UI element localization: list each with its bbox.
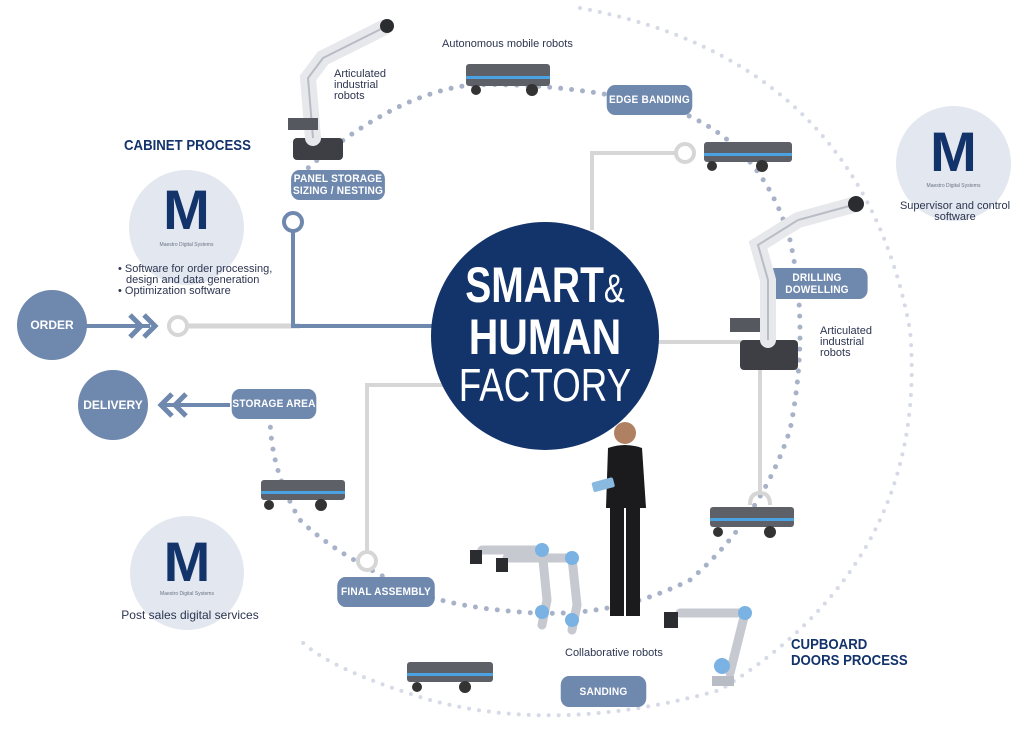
- smart-human-factory-badge: SMART& HUMAN FACTORY: [431, 222, 659, 450]
- panel-storage-line2: SIZING / NESTING: [292, 185, 384, 197]
- articulated-top-line2: industrial: [334, 79, 379, 91]
- order-node[interactable]: ORDER: [17, 290, 87, 360]
- cabinet-bullets: • Software for order processing, design …: [118, 264, 272, 297]
- amr-robot-icon: [261, 480, 345, 511]
- station-storage-area[interactable]: STORAGE AREA: [231, 389, 317, 419]
- maestro-logo-subtitle: Maestro Digital Systems: [926, 183, 981, 189]
- amr-robot-icon: [704, 142, 792, 172]
- maestro-logo-subtitle: Maestro Digital Systems: [159, 242, 214, 248]
- articulated-top-line3: robots: [334, 90, 365, 102]
- articulated-top-line1: Articulated: [334, 68, 386, 80]
- supervisor-caption-line1: Supervisor and control: [899, 200, 1011, 212]
- bullet-1: • Software for order processing,: [118, 263, 273, 275]
- station-sanding[interactable]: SANDING: [560, 676, 647, 707]
- amr-caption: Autonomous mobile robots: [442, 38, 573, 50]
- amr-robot-icon: [710, 507, 794, 538]
- collaborative-robot-icon: [664, 606, 752, 686]
- station-drilling-dowelling[interactable]: DRILLING DOWELLING: [766, 268, 868, 299]
- articulated-right-caption: Articulated industrial robots: [820, 326, 872, 359]
- articulated-robot-icon: [730, 196, 864, 370]
- cupboard-heading-line2: DOORS PROCESS: [791, 652, 908, 669]
- human-worker-figure: [591, 422, 646, 616]
- maestro-postsales-circle: M Maestro Digital Systems: [130, 516, 244, 630]
- center-line2: HUMAN: [468, 309, 622, 365]
- articulated-right-line3: robots: [820, 347, 851, 359]
- maestro-cabinet-circle: M Maestro Digital Systems: [129, 170, 244, 285]
- cupboard-heading-line1: CUPBOARD: [791, 636, 868, 653]
- supervisor-caption-line2: software: [934, 211, 976, 223]
- amr-robot-icon: [407, 662, 493, 693]
- supervisor-caption: Supervisor and control software: [896, 201, 1014, 223]
- station-panel-storage[interactable]: PANEL STORAGE SIZING / NESTING: [291, 170, 385, 200]
- maestro-logo-icon: M: [163, 530, 211, 593]
- bullet-2: • Optimization software: [118, 285, 231, 297]
- cabinet-process-heading: CABINET PROCESS: [124, 137, 251, 154]
- center-line3: FACTORY: [458, 359, 632, 411]
- panel-storage-line1: PANEL STORAGE: [293, 173, 383, 185]
- center-line1: SMART&: [465, 257, 625, 313]
- bullet-1-cont: design and data generation: [126, 274, 260, 286]
- articulated-robot-icon: [288, 19, 394, 160]
- articulated-top-caption: Articulated industrial robots: [334, 69, 386, 102]
- station-edge-banding[interactable]: EDGE BANDING: [606, 85, 693, 115]
- articulated-right-line1: Articulated: [820, 325, 872, 337]
- maestro-logo-icon: M: [930, 120, 977, 183]
- maestro-logo-subtitle: Maestro Digital Systems: [160, 591, 214, 597]
- collaborative-robot-icon: [470, 543, 582, 635]
- post-sales-caption: Post sales digital services: [121, 608, 259, 622]
- station-final-assembly[interactable]: FINAL ASSEMBLY: [337, 577, 435, 607]
- maestro-supervisor-circle: M Maestro Digital Systems: [896, 106, 1011, 221]
- cupboard-process-heading: CUPBOARD DOORS PROCESS: [791, 637, 908, 669]
- amr-robot-icon: [466, 64, 550, 96]
- maestro-logo-icon: M: [163, 178, 210, 241]
- delivery-node[interactable]: DELIVERY: [78, 370, 148, 440]
- articulated-right-line2: industrial: [820, 336, 865, 348]
- collaborative-caption: Collaborative robots: [565, 647, 663, 659]
